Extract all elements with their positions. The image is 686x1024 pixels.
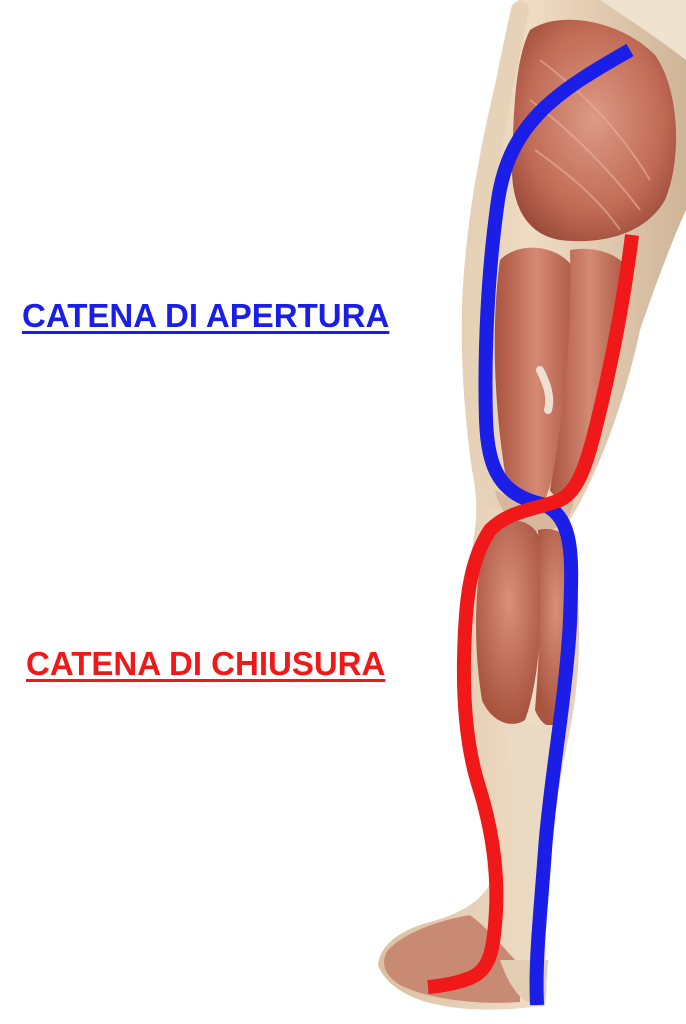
biceps-femoris [494, 247, 579, 502]
semitendinosus [550, 248, 630, 500]
sacrum-area [600, 0, 686, 60]
gluteus-maximus [511, 19, 677, 242]
closing-chain-label: CATENA DI CHIUSURA [26, 645, 386, 682]
achilles-tendon [505, 725, 556, 960]
opening-chain-label: CATENA DI APERTURA [22, 297, 390, 334]
hamstring-tendon-highlight [536, 366, 554, 414]
closing-chain-line [427, 234, 639, 994]
gastrocnemius-lateral [476, 520, 542, 724]
foot [384, 915, 520, 1003]
